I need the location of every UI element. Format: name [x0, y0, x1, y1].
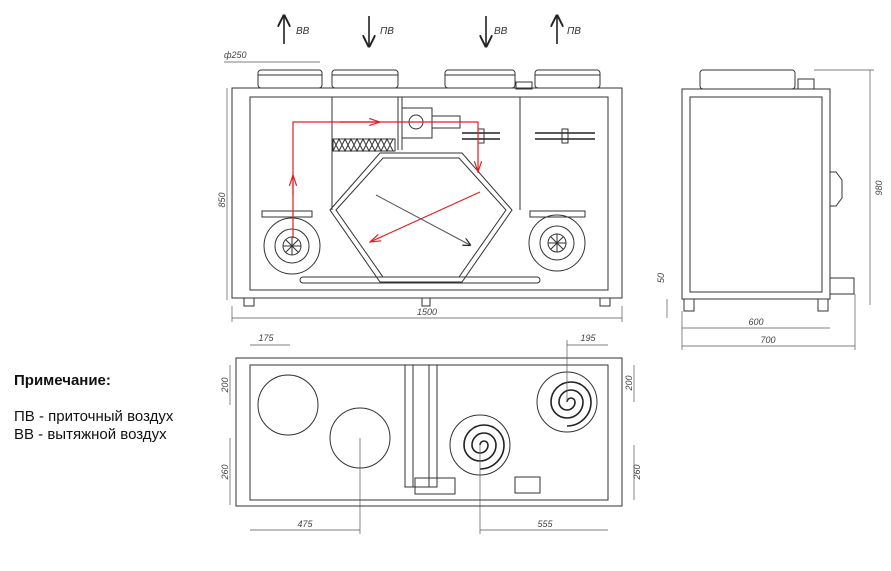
flow-label-exhaust: ВВ — [296, 26, 310, 37]
drain-tray — [299, 276, 541, 284]
duct-opening — [257, 374, 319, 436]
dim-top-right-depth: 200 — [624, 375, 634, 391]
top-view: 175 200 260 475 555 195 200 260 — [220, 333, 642, 534]
fan-left-icon — [263, 217, 321, 275]
flow-label-exhaust: ВВ — [494, 26, 508, 37]
flow-arrows: ВВ ПВ ВВ ПВ — [284, 16, 581, 46]
bypass-damper — [401, 107, 433, 139]
dim-side-width-outer: 700 — [760, 335, 775, 345]
flow-label-supply: ПВ — [380, 26, 394, 37]
front-view: ф250 850 1500 — [217, 50, 623, 322]
dim-side-width-inner: 600 — [748, 317, 763, 327]
dim-top-left-offset: 175 — [258, 333, 274, 343]
dim-front-width: 1500 — [417, 307, 437, 317]
dim-side-height: 980 — [874, 180, 884, 195]
dim-top-bottom-left: 475 — [297, 519, 313, 529]
handle-icon — [830, 171, 843, 207]
dim-top-right-lower: 260 — [632, 464, 642, 480]
note-exhaust-air: ВВ - вытяжной воздух — [14, 426, 167, 443]
heat-exchanger — [329, 152, 513, 283]
dim-top-right-offset: 195 — [580, 333, 596, 343]
flow-label-supply: ПВ — [567, 26, 581, 37]
notes-title: Примечание: — [14, 372, 111, 389]
dim-top-bottom-right: 555 — [537, 519, 553, 529]
dim-top-left-depth: 200 — [220, 377, 230, 393]
dim-duct-diameter: ф250 — [224, 50, 247, 60]
filter-icon — [332, 138, 396, 152]
fan-right-icon — [528, 214, 586, 272]
exhaust-airflow-path — [370, 191, 481, 242]
note-supply-air: ПВ - приточный воздух — [14, 408, 174, 425]
dim-top-left-lower: 260 — [220, 464, 230, 480]
dim-side-leg: 50 — [656, 273, 666, 283]
side-view: 980 50 600 700 — [656, 69, 884, 350]
dim-front-height: 850 — [217, 192, 227, 207]
